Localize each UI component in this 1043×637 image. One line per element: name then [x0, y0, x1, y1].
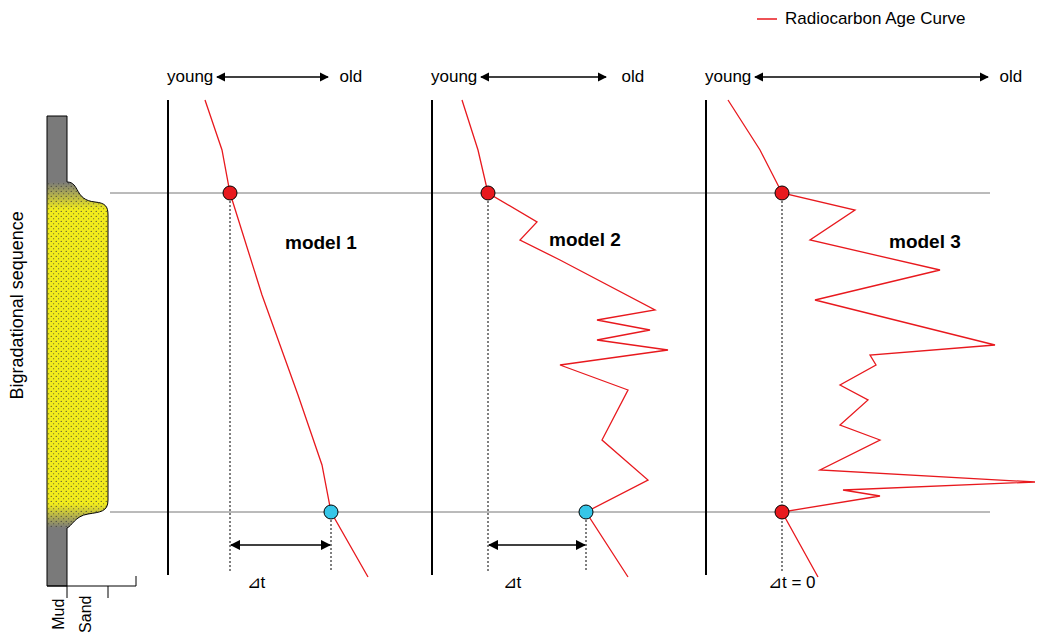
- boundary-line: [110, 193, 990, 194]
- model-label: model 1: [282, 232, 360, 254]
- axis-label: old: [622, 67, 645, 87]
- delta-t-label: ⊿t: [247, 573, 266, 593]
- legend-line: [757, 18, 777, 20]
- boundary-line: [110, 512, 990, 513]
- delta-t-arrow: [231, 544, 585, 546]
- axis-label: young: [705, 67, 751, 87]
- legend-text: Radiocarbon Age Curve: [785, 9, 966, 29]
- model-label: model 3: [886, 231, 964, 253]
- model-label: model 2: [546, 229, 624, 251]
- lithology-label: Mud: [50, 599, 68, 630]
- delta-t-label: ⊿t = 0: [768, 573, 816, 593]
- axis-label: young: [167, 67, 213, 87]
- axis: [168, 100, 706, 575]
- radiocarbon-curve: [205, 100, 1035, 577]
- axis-label: old: [1000, 67, 1023, 87]
- sediment-column: [47, 116, 136, 598]
- axis-label: old: [340, 67, 363, 87]
- delta-t-label: ⊿t: [503, 573, 522, 593]
- sequence-label: Bigradational sequence: [7, 211, 28, 399]
- dotted-guide: [230, 193, 782, 572]
- sample-dot: [223, 186, 789, 519]
- age-direction-arrow: [217, 76, 988, 77]
- lithology-label: Sand: [77, 596, 95, 633]
- axis-label: young: [431, 67, 477, 87]
